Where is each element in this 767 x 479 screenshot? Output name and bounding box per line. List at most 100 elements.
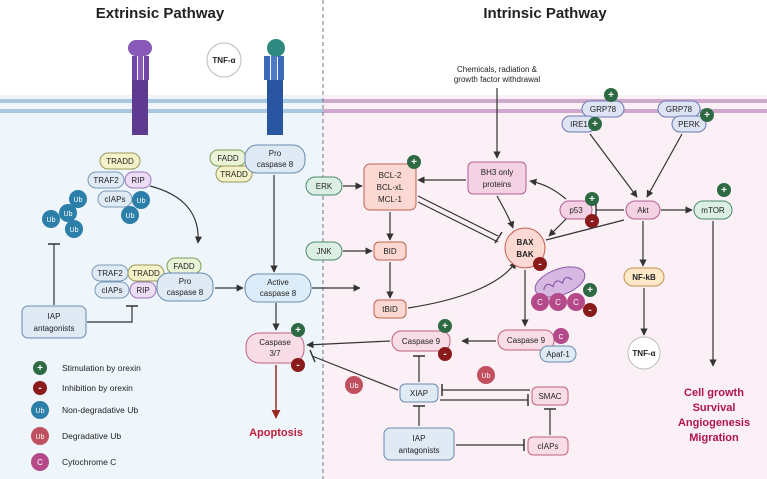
svg-text:TNF-α: TNF-α <box>632 349 655 358</box>
arrow-p53-to-bh3 <box>529 178 567 200</box>
svg-text:Ub: Ub <box>64 211 73 218</box>
tbid-node: tBID <box>373 299 407 319</box>
iap-antagonists-node-1: IAP antagonists <box>21 305 87 339</box>
cytochrome-c-icon <box>531 293 549 311</box>
svg-text:+: + <box>587 285 593 296</box>
ub-icon <box>121 206 139 224</box>
cytochrome-c-group: C C C <box>531 293 585 311</box>
legend-degradative-ub-icon <box>31 427 49 445</box>
svg-text:proteins: proteins <box>483 180 511 189</box>
svg-text:cIAPs: cIAPs <box>102 286 123 295</box>
svg-text:PERK: PERK <box>678 120 700 129</box>
svg-text:Pro: Pro <box>269 149 282 158</box>
inhibit-xiap-to-casp37 <box>311 355 399 391</box>
arrow-p53-to-bax <box>548 218 567 237</box>
svg-text:+: + <box>704 110 710 121</box>
arrow-complex1-to-complex2 <box>149 185 203 244</box>
extrinsic-header: Extrinsic Pathway <box>96 5 225 22</box>
svg-text:RIP: RIP <box>131 176 144 185</box>
tnf-alpha-top-node: TNF-α <box>206 42 242 78</box>
svg-text:TRAF2: TRAF2 <box>97 269 123 278</box>
svg-text:BAX: BAX <box>517 238 535 247</box>
svg-text:Ub: Ub <box>482 373 491 380</box>
svg-text:tBID: tBID <box>382 305 398 314</box>
smac-node: SMAC <box>531 386 569 406</box>
svg-text:+: + <box>295 325 301 336</box>
svg-text:GRP78: GRP78 <box>666 105 693 114</box>
svg-text:IAP: IAP <box>413 434 426 443</box>
svg-text:+: + <box>411 157 417 168</box>
svg-text:Active: Active <box>267 278 289 287</box>
xiap-node: XIAP <box>399 383 439 403</box>
grp78-node-1: GRP78 <box>581 100 625 118</box>
svg-text:Ub: Ub <box>137 198 146 205</box>
svg-text:-: - <box>443 349 446 360</box>
mtor-node: mTOR <box>693 200 733 220</box>
rip-node-2: RIP <box>129 281 157 299</box>
perk-node: PERK <box>671 115 707 133</box>
caspase9-node: Caspase 9 <box>391 330 451 352</box>
svg-text:SMAC: SMAC <box>538 392 561 401</box>
membrane-right-bottom <box>323 109 767 113</box>
svg-text:FADD: FADD <box>217 154 239 163</box>
svg-text:ERK: ERK <box>316 182 333 191</box>
svg-text:TRADD: TRADD <box>106 157 134 166</box>
ub-icon <box>59 204 77 222</box>
svg-text:BCL-2: BCL-2 <box>379 171 402 180</box>
outcome-migration: Migration <box>689 432 739 444</box>
traf2-node-2: TRAF2 <box>91 264 129 282</box>
legend-cytochrome-icon <box>31 453 49 471</box>
stimulation-plus-icon: + <box>585 192 599 206</box>
legend-ub-icon <box>31 401 49 419</box>
svg-text:Ub: Ub <box>350 383 359 390</box>
svg-text:Inhibition by orexin: Inhibition by orexin <box>62 383 133 393</box>
tnf-receptor-blue-icon <box>264 39 285 135</box>
mitochondrion-icon <box>534 266 586 298</box>
stimulation-plus-icon: + <box>604 88 618 102</box>
tradd-node-3: TRADD <box>127 264 165 282</box>
stimulation-plus-icon: + <box>583 283 597 297</box>
arrow-perk-to-akt <box>646 133 683 198</box>
svg-text:BID: BID <box>383 247 397 256</box>
svg-text:TRADD: TRADD <box>132 269 160 278</box>
svg-text:+: + <box>592 119 598 130</box>
stimulation-plus-icon: + <box>717 183 731 197</box>
membrane-left-bottom <box>0 109 323 113</box>
svg-text:cIAPs: cIAPs <box>538 442 559 451</box>
svg-text:-: - <box>590 216 593 227</box>
svg-text:Caspase 9: Caspase 9 <box>402 337 441 346</box>
iap-antagonists-node-2: IAP antagonists <box>383 427 455 461</box>
svg-text:Stimulation by orexin: Stimulation by orexin <box>62 363 141 373</box>
apoptosis-label: Apoptosis <box>249 427 303 439</box>
caspase9-apaf-node: Caspase 9 C Apaf-1 <box>497 328 577 363</box>
cytochrome-c-icon <box>553 328 569 344</box>
svg-text:Caspase 9: Caspase 9 <box>507 336 546 345</box>
legend-minus-icon <box>33 381 47 395</box>
svg-text:BH3 only: BH3 only <box>481 168 513 177</box>
stimulation-plus-icon: + <box>407 155 421 169</box>
svg-text:Non-degradative Ub: Non-degradative Ub <box>62 405 138 415</box>
cytochrome-c-icon <box>567 293 585 311</box>
arrow-casp9-to-casp37 <box>306 340 391 349</box>
svg-text:JNK: JNK <box>316 247 332 256</box>
ub-icon <box>132 191 150 209</box>
degradative-ub-icon: Ub <box>345 376 363 394</box>
inhibition-minus-icon: - <box>533 257 547 271</box>
rip-node-1: RIP <box>124 171 152 189</box>
svg-text:BCL-xL: BCL-xL <box>377 183 404 192</box>
membrane-left-top <box>0 99 323 103</box>
inhibition-minus-icon: - <box>438 347 452 361</box>
membrane-right-top <box>323 99 767 103</box>
svg-text:Ub: Ub <box>47 217 56 224</box>
svg-text:Ub: Ub <box>70 227 79 234</box>
svg-text:BAK: BAK <box>516 250 534 259</box>
svg-text:TRADD: TRADD <box>220 170 248 179</box>
svg-text:antagonists: antagonists <box>34 324 75 333</box>
intrinsic-header: Intrinsic Pathway <box>483 5 607 22</box>
akt-node: Akt <box>625 200 661 220</box>
ub-icon <box>65 220 83 238</box>
svg-text:Ub: Ub <box>36 434 45 441</box>
svg-text:caspase 8: caspase 8 <box>260 289 297 298</box>
svg-text:FADD: FADD <box>173 262 195 271</box>
